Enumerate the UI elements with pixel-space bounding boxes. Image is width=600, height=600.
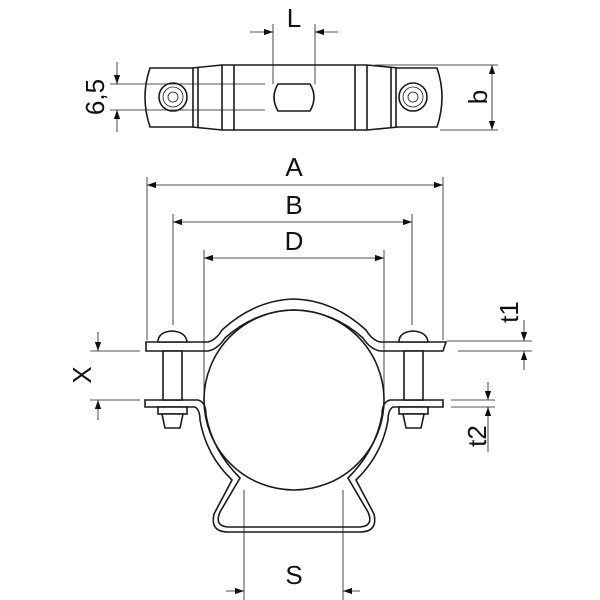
- label-b-width: B: [285, 190, 302, 220]
- label-t1: t1: [494, 301, 524, 323]
- label-x: X: [67, 366, 97, 383]
- bolt-right-icon: [398, 330, 429, 429]
- front-view: [90, 177, 532, 600]
- slot: [273, 83, 315, 112]
- hole-left-icon: [158, 82, 188, 112]
- label-b: b: [463, 90, 493, 104]
- label-6-5: 6,5: [80, 79, 110, 115]
- pipe: [203, 309, 385, 491]
- label-d: D: [285, 226, 304, 256]
- bolt-left-icon: [157, 330, 188, 429]
- label-s: S: [285, 560, 302, 590]
- label-t2: t2: [462, 425, 492, 447]
- label-l: L: [287, 3, 301, 33]
- label-a: A: [285, 152, 303, 182]
- hole-right-icon: [398, 82, 428, 112]
- top-view: [110, 24, 498, 132]
